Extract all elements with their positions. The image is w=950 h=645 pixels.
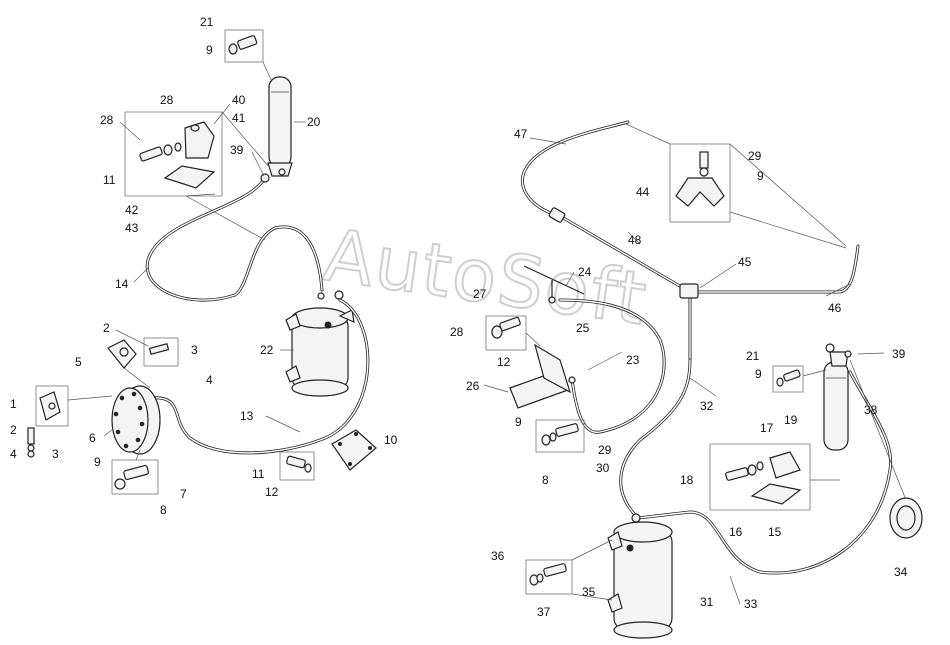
bolt-group-11 <box>279 451 315 481</box>
label-1: 1 <box>10 397 17 411</box>
label-12: 12 <box>265 485 279 499</box>
label-4: 4 <box>10 447 17 461</box>
label-46: 46 <box>828 301 842 315</box>
bracket-group-15 <box>709 443 840 511</box>
bracket-group-28 <box>124 111 271 241</box>
bolt-group-29 <box>535 419 585 453</box>
bolt-group-27 <box>485 315 541 351</box>
bracket-44 <box>625 123 847 249</box>
label-36: 36 <box>491 549 505 563</box>
bolt-group-21b <box>772 365 827 393</box>
label-47: 47 <box>514 127 528 141</box>
label-11: 11 <box>103 173 116 187</box>
label-2: 2 <box>103 321 110 335</box>
leader-lines <box>103 103 885 605</box>
label-29: 29 <box>748 149 762 163</box>
label-23: 23 <box>626 353 640 367</box>
bracket-1 <box>35 385 113 427</box>
label-2: 2 <box>10 423 17 437</box>
label-8: 8 <box>160 503 167 517</box>
coupler-45 <box>679 283 699 299</box>
bolt-group-21 <box>224 29 273 83</box>
label-20: 20 <box>307 115 321 129</box>
label-16: 16 <box>729 525 743 539</box>
bolt-nut-group-2 <box>27 427 35 458</box>
label-5: 5 <box>75 355 82 369</box>
label-37: 37 <box>537 605 551 619</box>
label-11: 11 <box>252 467 265 481</box>
label-17: 17 <box>760 421 774 435</box>
cover-plate-10 <box>331 429 377 471</box>
label-26: 26 <box>466 379 480 393</box>
callout-labels: 21 9 20 39 40 41 28 28 11 42 43 14 22 2 … <box>10 15 908 619</box>
label-39: 39 <box>230 143 244 157</box>
label-27: 27 <box>473 287 487 301</box>
label-48: 48 <box>628 233 642 247</box>
label-28: 28 <box>100 113 114 127</box>
label-21: 21 <box>746 349 760 363</box>
label-34: 34 <box>894 565 908 579</box>
bolt-group-7 <box>111 449 159 495</box>
label-41: 41 <box>232 111 246 125</box>
air-receiver-22 <box>285 290 355 397</box>
label-18: 18 <box>680 473 694 487</box>
label-44: 44 <box>636 185 650 199</box>
label-45: 45 <box>738 255 752 269</box>
label-24: 24 <box>578 265 592 279</box>
label-7: 7 <box>180 487 187 501</box>
label-38: 38 <box>864 403 878 417</box>
air-receiver-31 <box>607 513 673 639</box>
clamp-5 <box>107 337 179 389</box>
label-33: 33 <box>744 597 758 611</box>
label-10: 10 <box>384 433 398 447</box>
seal-ring-34 <box>889 497 923 539</box>
label-42: 42 <box>125 203 139 217</box>
coupler-48 <box>548 207 566 223</box>
label-28: 28 <box>450 325 464 339</box>
label-35: 35 <box>582 585 596 599</box>
label-15: 15 <box>768 525 782 539</box>
label-29: 29 <box>598 443 612 457</box>
label-9: 9 <box>206 43 213 57</box>
label-14: 14 <box>115 277 129 291</box>
label-12: 12 <box>497 355 511 369</box>
label-8: 8 <box>542 473 549 487</box>
label-30: 30 <box>596 461 610 475</box>
label-9: 9 <box>757 169 764 183</box>
label-6: 6 <box>89 431 96 445</box>
label-3: 3 <box>191 343 198 357</box>
label-9: 9 <box>755 367 762 381</box>
label-19: 19 <box>784 413 798 427</box>
label-28: 28 <box>160 93 174 107</box>
label-3: 3 <box>52 447 59 461</box>
label-4: 4 <box>206 373 213 387</box>
label-9: 9 <box>515 415 522 429</box>
air-receiver-38 <box>823 343 852 451</box>
bolt-group-35 <box>525 539 613 601</box>
label-39: 39 <box>892 347 906 361</box>
label-13: 13 <box>240 409 254 423</box>
label-32: 32 <box>700 399 714 413</box>
bracket-26 <box>509 343 576 409</box>
label-43: 43 <box>125 221 139 235</box>
small-air-receiver-20 <box>260 76 293 183</box>
label-22: 22 <box>260 343 274 357</box>
label-21: 21 <box>200 15 214 29</box>
flange-6 <box>111 385 161 455</box>
label-25: 25 <box>576 321 590 335</box>
label-9: 9 <box>94 455 101 469</box>
label-31: 31 <box>700 595 714 609</box>
label-40: 40 <box>232 93 246 107</box>
